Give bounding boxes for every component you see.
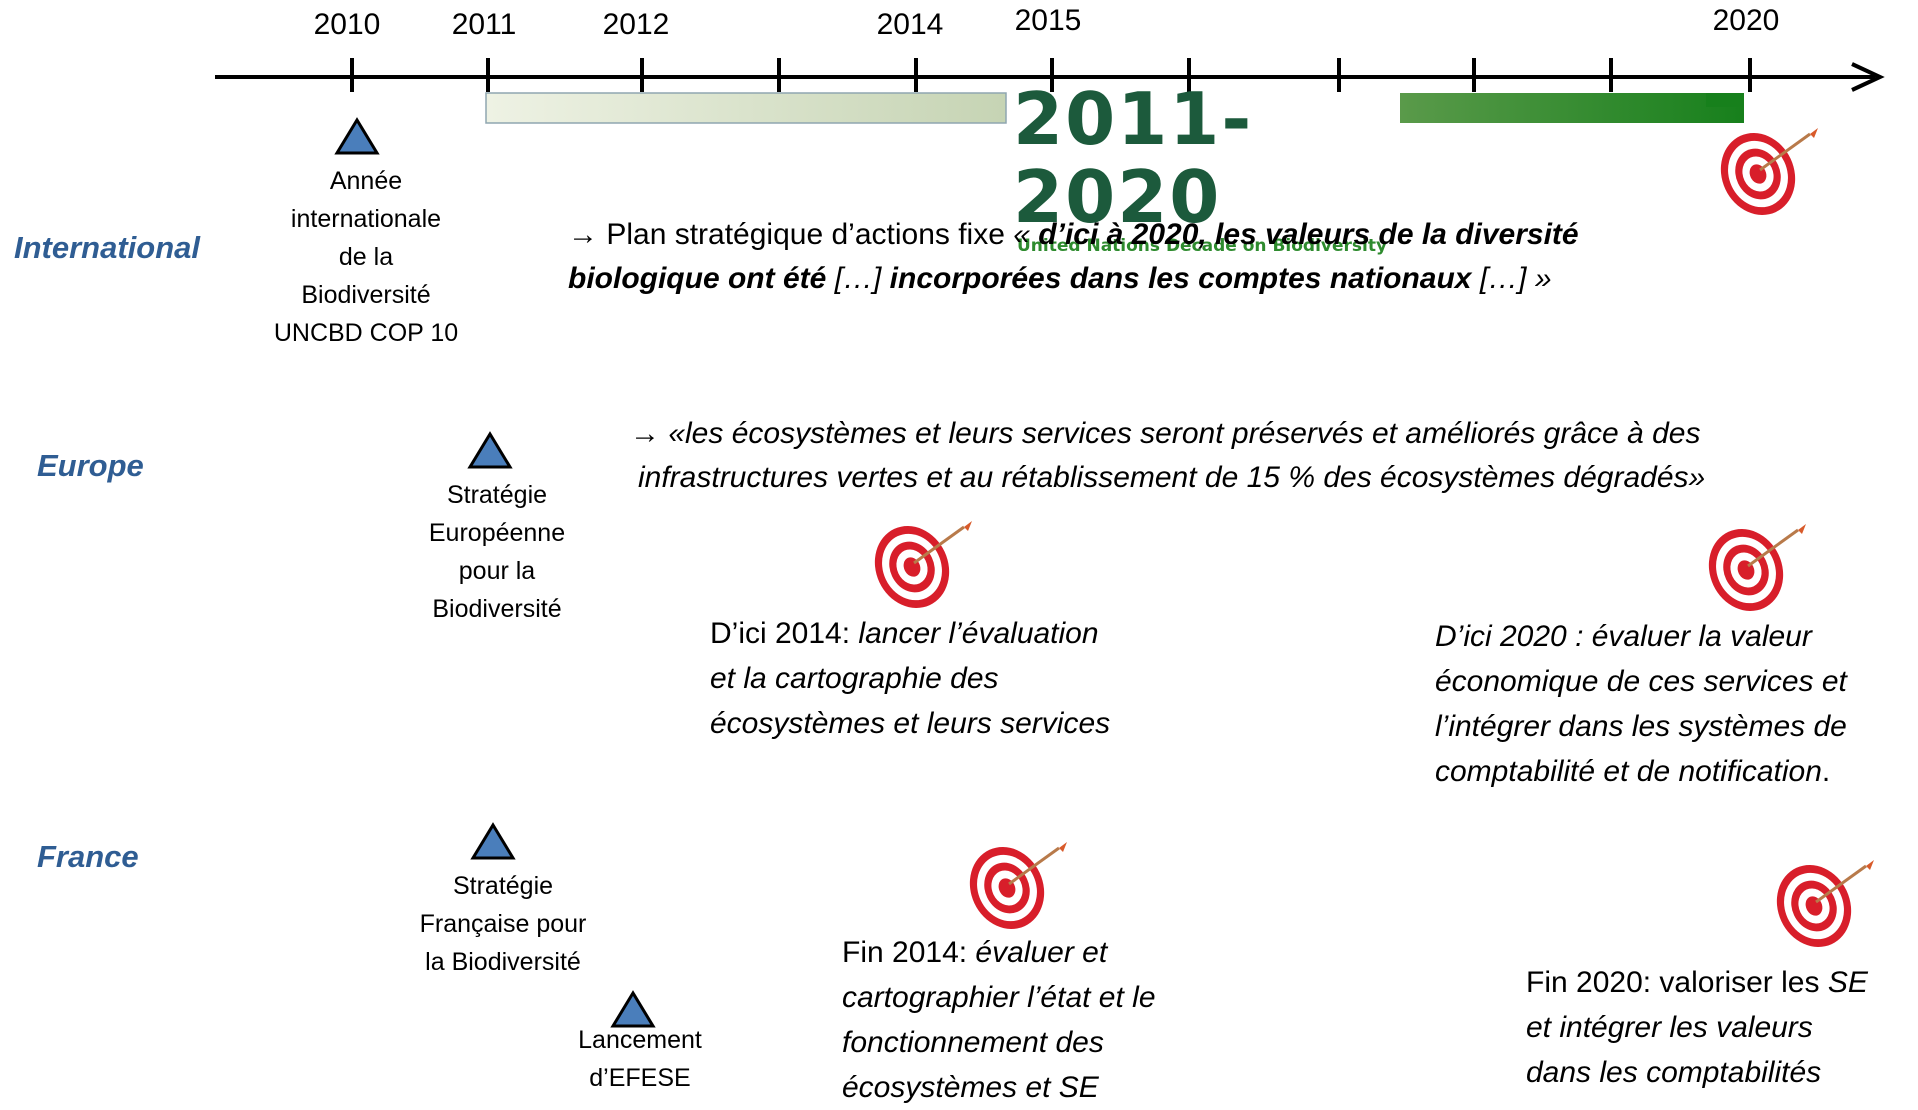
event-line: Européenne [428,519,566,547]
goal-eu-2014: D’ici 2014: lancer l’évaluation et la ca… [710,611,1110,746]
region-europe: Europe [37,448,144,483]
decade-logo-subtitle: United Nations Decade on Biodiversity [1017,236,1388,256]
goal-prefix: Fin 2014: [842,936,976,969]
year-2010: 2010 [313,8,381,41]
axis-arrow-icon [1851,62,1885,92]
year-2012: 2012 [602,8,670,41]
target-dart-icon [1762,851,1876,961]
goal-eu-2020: D’ici 2020 : évaluer la valeur économiqu… [1435,614,1847,794]
event-line: pour la [458,557,536,585]
region-international: International [14,230,201,265]
goal-line: D’ici 2020 : évaluer la valeur [1435,620,1812,653]
triangle-marker-icon [468,432,512,469]
goal-line: évaluer et [975,936,1108,969]
quote-bold-2: incorporées dans les comptes nationaux [889,262,1472,295]
event-line: d’EFESE [589,1064,691,1092]
event-line: Biodiversité [432,595,562,623]
event-line: UNCBD COP 10 [273,319,459,347]
year-2011: 2011 [451,8,517,41]
target-dart-icon [1694,515,1808,625]
goal-line: lancer l’évaluation [858,617,1099,650]
event-line: la Biodiversité [425,948,581,976]
target-dart-icon [1706,119,1820,229]
axis-ticks [350,58,1752,92]
quote-ellipsis-2: […] » [1471,262,1552,295]
quote-international: → Plan stratégique d’actions fixe « d’ic… [568,213,1708,301]
event-line: Année [329,167,403,195]
event-line: Biodiversité [301,281,431,309]
quote-europe-line: → «les écosystèmes et leurs services ser… [630,417,1701,450]
decade-logo: 2011-2020 United Nations Decade on Biodi… [1013,80,1403,256]
triangle-marker-icon [471,823,515,860]
goal-line: écosystèmes et SE [842,1071,1099,1104]
region-france: France [37,839,139,874]
decade-logo-years: 2011-2020 [1013,77,1254,239]
goal-fr-2020: Fin 2020: valoriser les SE et intégrer l… [1526,960,1868,1095]
event-line: de la [338,243,394,271]
goal-se: SE [1827,966,1868,999]
event-efese: Lancement d’EFESE [578,1021,702,1097]
quote-ellipsis-1: […] [826,262,890,295]
quote-europe-line: infrastructures vertes et au rétablissem… [638,461,1706,494]
target-dart-icon [955,833,1069,943]
target-dart-icon [860,512,974,622]
quote-lead: Plan stratégique d’actions fixe [598,218,1014,251]
goal-prefix: D’ici 2014: [710,617,859,650]
arrow-icon: → [568,218,598,251]
event-line: Française pour [419,910,587,938]
year-2015: 2015 [1014,4,1082,37]
event-fr-strategy: Stratégie Française pour la Biodiversité [420,867,587,981]
event-line: Lancement [578,1026,702,1054]
quote-europe: → «les écosystèmes et leurs services ser… [630,412,1705,500]
year-2014: 2014 [876,8,944,41]
goal-line: l’intégrer dans les systèmes de [1435,710,1847,743]
goal-line-end: . [1821,755,1831,788]
goal-line: économique de ces services et [1435,665,1847,698]
goal-fr-2014: Fin 2014: évaluer et cartographier l’éta… [842,930,1156,1110]
quote-open: « [1013,218,1039,251]
goal-line: comptabilité et de notification [1435,755,1822,788]
quote-bold-1: d’ici à 2020, les valeurs de la diversit… [568,218,1579,295]
goal-line: et la cartographie des [710,662,999,695]
goal-line: écosystèmes et leurs services [710,707,1111,740]
goal-line: fonctionnement des [842,1026,1104,1059]
event-line: Stratégie [446,481,548,509]
event-intl-2010: Année internationale de la Biodiversité … [274,162,458,352]
decade-bar-right [1400,93,1744,123]
goal-line: cartographier l’état et le [842,981,1156,1014]
triangle-marker-icon [335,118,379,155]
event-line: Stratégie [452,872,554,900]
goal-line: et intégrer les valeurs [1526,1011,1813,1044]
event-line: internationale [290,205,442,233]
decade-bar-left [485,92,1007,124]
goal-prefix: Fin 2020: valoriser les [1526,966,1828,999]
goal-line: dans les comptabilités [1526,1056,1822,1089]
event-eu-strategy: Stratégie Européenne pour la Biodiversit… [429,476,565,628]
year-2020: 2020 [1712,4,1780,37]
